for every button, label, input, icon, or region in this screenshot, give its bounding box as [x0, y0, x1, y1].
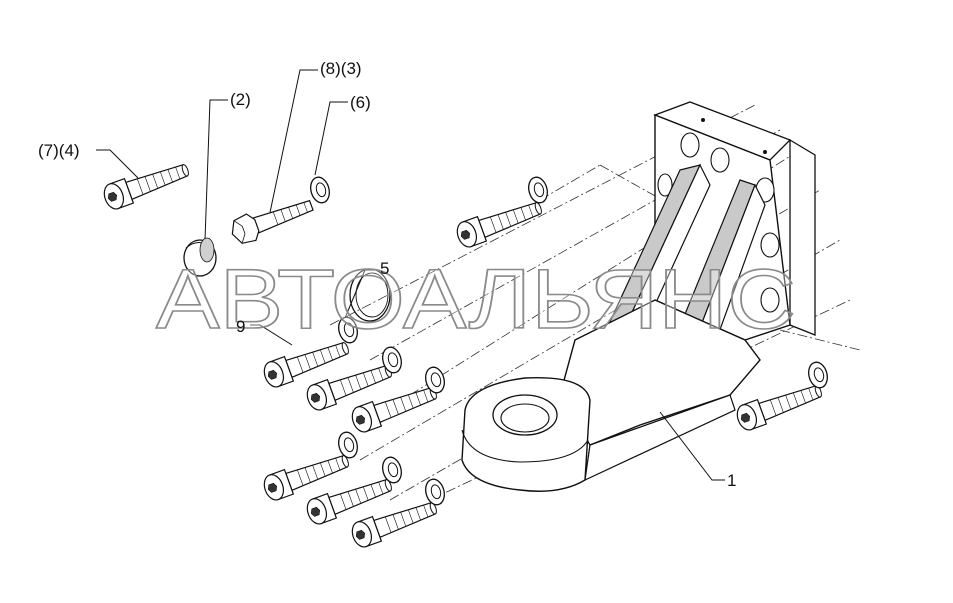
washer-top-right [525, 174, 551, 206]
cap-screw-bottom-right [733, 377, 826, 434]
towing-bracket [461, 101, 816, 492]
cap-screw-top-right [453, 194, 546, 251]
washer-bottom-right [805, 359, 831, 391]
label-2: (2) [230, 90, 251, 109]
label-6: (6) [350, 93, 371, 112]
cap-screw-row-6 [348, 494, 441, 551]
hex-bolt-8-3 [226, 191, 317, 248]
label-8-3: (8)(3) [320, 59, 362, 78]
cap-2 [183, 237, 217, 277]
label-1: 1 [727, 471, 737, 490]
cap-screw-7-4 [100, 156, 193, 213]
washer-row-6 [422, 476, 448, 508]
washer-6 [307, 174, 333, 206]
label-7-4: (7)(4) [38, 141, 80, 160]
label-5: 5 [380, 259, 390, 278]
watermark-text: АВТОАЛЬЯНС [156, 252, 796, 346]
label-9: 9 [236, 317, 246, 336]
washer-row-4 [335, 429, 361, 461]
ring-5 [349, 268, 391, 322]
